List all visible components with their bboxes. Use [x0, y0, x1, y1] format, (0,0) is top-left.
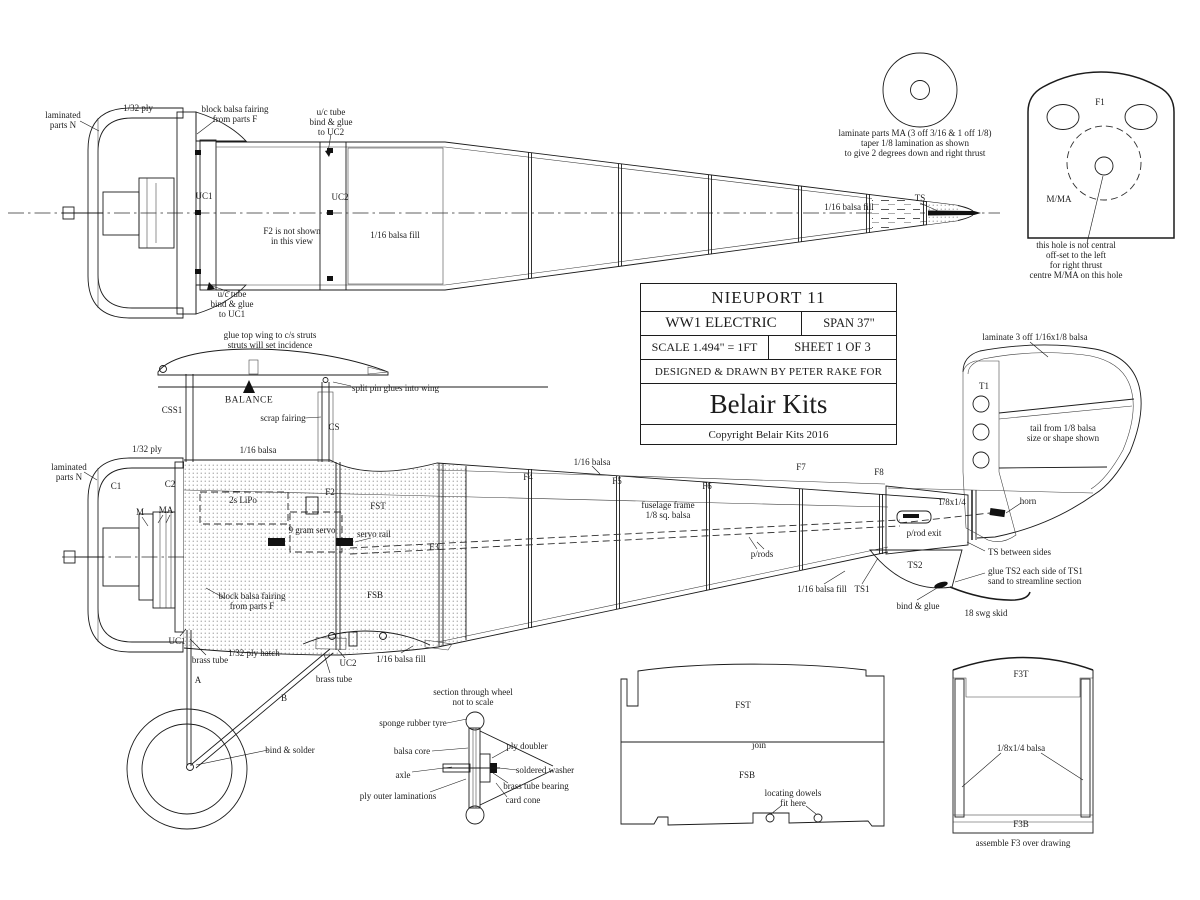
- title-block: NIEUPORT 11 WW1 ELECTRIC SPAN 37" SCALE …: [640, 283, 897, 445]
- side-view-fuselage: [62, 344, 1142, 830]
- plan-credit: DESIGNED & DRAWN BY PETER RAKE FOR: [641, 359, 896, 383]
- plan-scale: SCALE 1.494" = 1FT: [641, 336, 769, 359]
- fuselage-sheet-panel: [620, 663, 885, 827]
- brand-name: Belair Kits: [641, 383, 896, 424]
- plan-subtitle: WW1 ELECTRIC: [641, 312, 802, 335]
- f3-assembly: [952, 656, 1094, 834]
- plan-span: SPAN 37": [823, 316, 875, 330]
- top-view-leaders: [79, 120, 939, 293]
- plan-title: NIEUPORT 11: [711, 287, 826, 307]
- top-view-fuselage: [8, 107, 1000, 319]
- wheel-front-view: [882, 52, 958, 128]
- wheel-section-detail: [411, 711, 554, 825]
- plan-sheet-number: SHEET 1 OF 3: [794, 340, 871, 354]
- f1-former: [1027, 71, 1175, 244]
- side-view-leaders: [83, 341, 1049, 766]
- plan-copyright: Copyright Belair Kits 2016: [641, 424, 896, 444]
